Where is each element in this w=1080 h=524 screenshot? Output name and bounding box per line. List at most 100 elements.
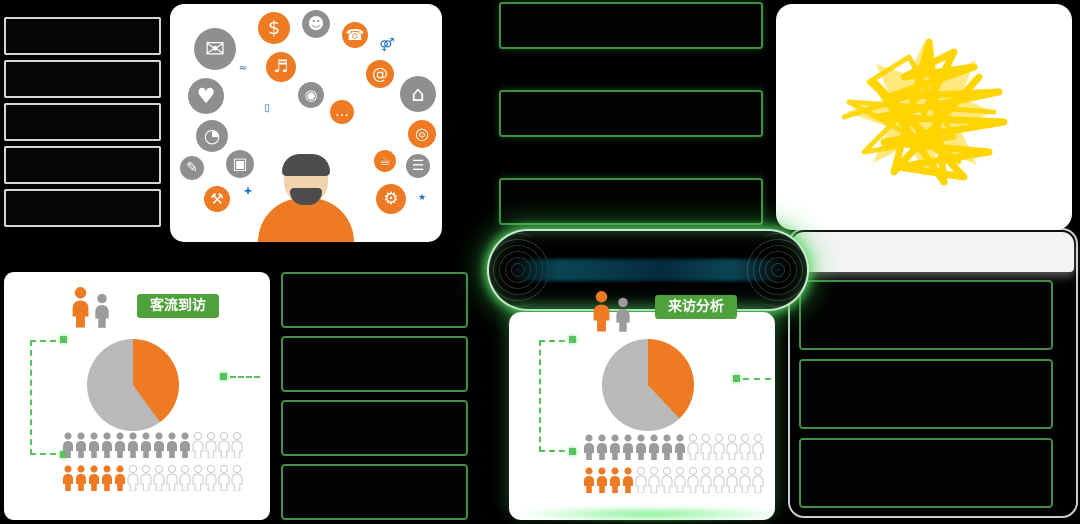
card-title-ribbon: 客流到访 [137,294,219,318]
person-icon [635,434,647,460]
male-visitor-icon [71,286,90,328]
person-icon [166,465,178,491]
person-icon [739,434,751,460]
smiley-icon: ☻ [302,10,330,38]
visit-analysis-card: 来访分析 [509,312,775,520]
person-icon [166,432,178,458]
person-icon [179,432,191,458]
person-icon [609,434,621,460]
pictograph-row [62,465,243,491]
signal-icon: ≈ [238,63,248,74]
pie-chart-icon: ◔ [196,120,228,152]
person-icon [583,434,595,460]
top-left-box [4,103,161,141]
person-icon [583,467,595,493]
monitor-icon: ▣ [226,150,254,178]
person-icon [101,432,113,458]
visit-pie-chart [602,339,694,431]
top-left-box [4,17,161,55]
bracket-square-top [60,336,67,343]
person-icon [140,432,152,458]
top-left-box [4,189,161,227]
bracket-square-bottom [569,448,576,455]
person-icon [62,432,74,458]
person-icon [648,434,660,460]
person-icon [231,465,243,491]
yellow-scribble-graphic [841,38,1008,186]
person-icon [88,465,100,491]
male-visitor-icon [592,290,611,332]
swirl-decoration-right [745,233,811,307]
band-streak [507,259,789,281]
person-icon [153,465,165,491]
briefcase-icon: ⚒ [204,186,230,212]
female-visitor-icon [615,297,631,332]
person-icon [739,467,751,493]
visitor-pie-chart [87,339,179,431]
person-icon [114,465,126,491]
person-icon [700,434,712,460]
card-title-ribbon: 来访分析 [655,295,737,319]
mid-left-box [281,400,468,456]
person-icon [218,465,230,491]
right-panel-header [792,232,1074,272]
sound-icon: ♬ [266,52,296,82]
visit-count-pictograph [583,434,764,493]
bottom-glow [512,506,788,522]
person-icon [205,465,217,491]
bottom-right-box [799,438,1053,508]
person-icon [192,465,204,491]
settings-icon: ⚙ [376,184,406,214]
top-left-box [4,146,161,184]
bracket-square-bottom [60,451,67,458]
target-icon: ◎ [408,120,436,148]
mobile-icon: ▯ [264,103,270,114]
person-icon [648,467,660,493]
person-icon [596,467,608,493]
female-visitor-icon [94,293,110,328]
visitor-count-pictograph [62,432,243,491]
home-icon: ⌂ [400,76,436,112]
bracket-square-top [569,336,576,343]
person-icon [661,467,673,493]
pen-icon: ✎ [180,156,204,180]
top-center-box [499,90,763,137]
person-icon [218,432,230,458]
person-icon [75,465,87,491]
top-center-box [499,178,763,225]
person-icon [726,434,738,460]
person-icon [661,434,673,460]
person-icon [700,467,712,493]
social-icons-card: ✉$☻☎⚤♬≈♥@⌂◉…◔▯◎▣✚☕☰⚙★✎⚒ [170,4,442,242]
pictograph-row [583,467,764,493]
visitor-arrival-card: 客流到访 [4,272,270,520]
mid-left-box-list [281,272,468,520]
top-center-box [499,2,763,49]
camera-icon: ◉ [298,82,324,108]
dashed-line-right [230,376,260,378]
person-icon [192,432,204,458]
person-icon [88,432,100,458]
person-icon [114,432,126,458]
top-left-box-list [4,17,161,227]
heart-icon: ♥ [188,78,224,114]
person-icon [687,467,699,493]
person-hair [282,154,330,176]
right-panel [788,228,1078,518]
glow-band [485,229,811,311]
scribble-card [776,4,1072,230]
bottom-right-box [799,280,1053,350]
person-icon [726,467,738,493]
mid-left-box [281,272,468,328]
person-icon [752,434,764,460]
person-icon [596,434,608,460]
pictograph-row [583,434,764,460]
mail-icon: ✉ [194,28,236,70]
person-icon [205,432,217,458]
visitor-pair-icons [592,290,631,332]
person-icon [687,434,699,460]
star-icon: ★ [417,192,427,203]
person-icon [713,434,725,460]
person-icon [62,465,74,491]
